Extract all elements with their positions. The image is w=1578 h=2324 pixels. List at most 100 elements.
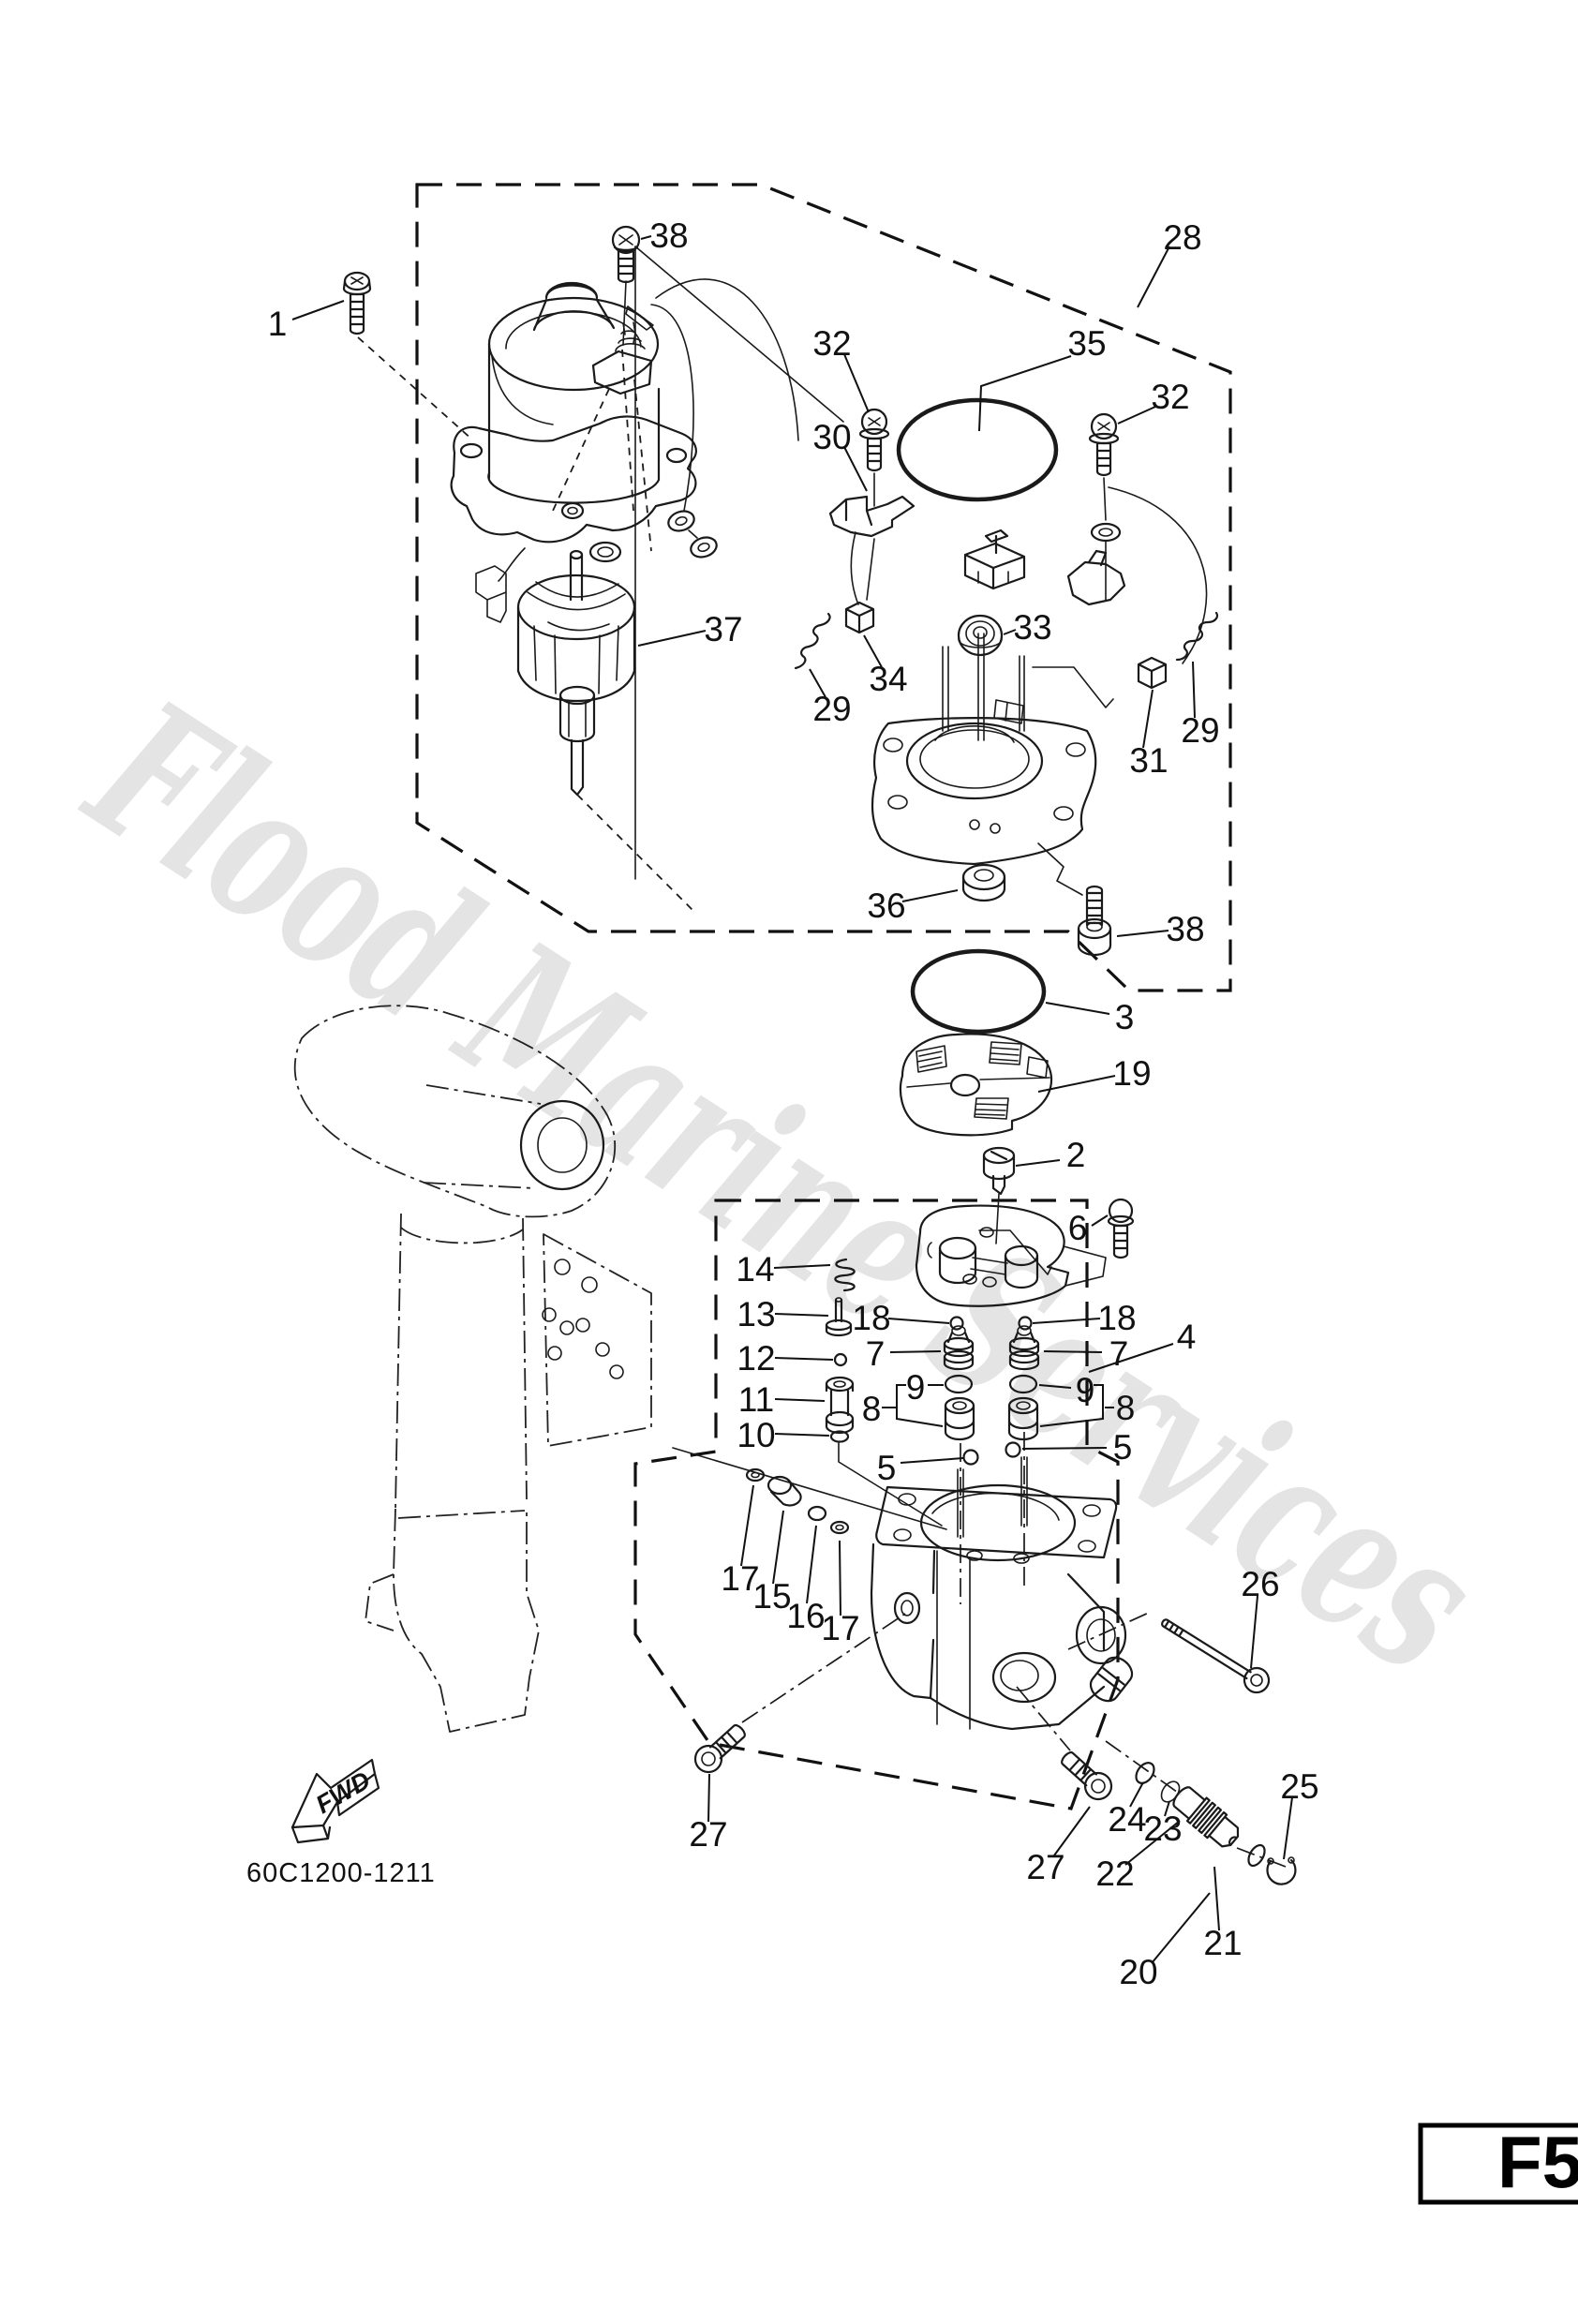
leader-16 [806,1525,817,1604]
leader-25 [1283,1796,1293,1860]
part-oring-3 [910,948,1047,1035]
callout-16: 16 [786,1597,825,1635]
callout-38: 38 [1166,910,1204,948]
callout-21: 21 [1203,1924,1242,1962]
callout-10: 10 [737,1416,775,1454]
bracket-8-right [1039,1384,1104,1427]
part-oring-16 [807,1505,827,1522]
callout-35: 35 [1067,324,1106,363]
page-code-box: F5 [1418,2121,1578,2205]
part-oring-10 [829,1430,850,1443]
part-pump-body [871,633,1114,896]
callout-38: 38 [649,216,688,255]
callout-9: 9 [906,1368,926,1407]
leader-38 [640,235,652,240]
leader-24 [1129,1781,1144,1808]
screw-32l-line [866,472,875,601]
part-bushing-15 [767,1475,802,1507]
bolt-27-axes [741,1613,1071,1751]
part-screw-32-left [858,408,890,472]
callout-18: 18 [852,1299,890,1337]
construction-lines [634,246,844,880]
callout-2: 2 [1066,1136,1086,1174]
callout-19: 19 [1112,1054,1151,1093]
part-snapring-25 [1266,1856,1297,1885]
leader-5 [1021,1447,1108,1450]
part-oring-24 [1135,1762,1155,1784]
leader-18 [887,1318,950,1324]
callout-36: 36 [867,886,905,925]
callout-1: 1 [268,305,288,343]
fitting-axis [1105,1740,1287,1868]
callout-17: 17 [721,1559,759,1598]
leader-4 [1088,1343,1174,1373]
callout-32: 32 [1151,378,1189,416]
part-spring-29-right [1175,611,1219,662]
callout-7: 7 [866,1334,886,1373]
part-bolt-27-right [1061,1750,1113,1801]
callout-26: 26 [1241,1565,1279,1603]
leader-35 [978,355,1072,432]
leader-31 [1142,689,1154,749]
leader-14 [773,1264,831,1269]
callout-15: 15 [752,1577,791,1616]
part-valve-7-right [1008,1325,1040,1371]
part-oring-5-right [1005,1441,1021,1458]
callout-24: 24 [1108,1800,1146,1839]
leader-27 [1053,1806,1091,1856]
assembly-boundary-boxes [415,183,1232,1810]
pump-rods [957,1456,1028,1538]
part-plug-threaded [1089,1656,1134,1703]
callout-29: 29 [812,690,851,728]
leader-30 [843,446,868,492]
part-oring-9-left [944,1374,974,1394]
leader-33 [1003,629,1017,635]
part-oring-18-left [949,1316,964,1331]
callout-6: 6 [1068,1209,1088,1247]
part-valve-plate [915,1204,1107,1307]
leader-15 [772,1510,784,1585]
part-ring-17b [829,1520,850,1535]
leader-27 [707,1773,710,1823]
callout-20: 20 [1119,1953,1157,1991]
part-bolt-1 [342,271,474,441]
part-oring-18-right [1018,1316,1033,1331]
callout-12: 12 [737,1339,775,1378]
leader-32 [843,353,870,413]
fwd-label: FWD [311,1765,375,1819]
part-armature-37 [475,547,694,912]
screw-38-assembly-line [622,280,627,346]
drawing-number: 60C1200-1211 [246,1858,436,1888]
leader-7 [889,1350,942,1353]
leader-38 [1116,930,1169,937]
callout-25: 25 [1280,1767,1318,1806]
leader-7 [1043,1350,1103,1353]
callout-9: 9 [1076,1371,1095,1409]
leader-36 [901,889,959,902]
part-oring-9-right [1008,1374,1038,1394]
leader-17 [839,1540,841,1616]
fitting-group [1105,1740,1297,1885]
callout-37: 37 [704,610,742,648]
callout-7: 7 [1109,1334,1129,1373]
part-washer-32r [1090,522,1122,543]
part-seat-8-right [1007,1396,1039,1441]
part-pump-housing [870,1483,1134,1731]
callout-33: 33 [1013,608,1051,647]
callout-13: 13 [737,1295,775,1333]
leader-1 [291,300,345,320]
part-brush-31 [1137,656,1168,690]
part-spring-29-left [794,612,831,670]
part-bolt-6 [1107,1198,1135,1259]
part-sleeve-11 [825,1376,855,1435]
part-union-21 [1172,1786,1240,1848]
valve-internals [672,1258,1104,1604]
leader-34 [863,634,883,668]
part-oring-35 [896,397,1059,502]
fwd-arrow: FWD [290,1758,380,1844]
leader-29 [809,668,826,698]
leader-11 [774,1398,826,1402]
leader-29 [1192,661,1196,719]
